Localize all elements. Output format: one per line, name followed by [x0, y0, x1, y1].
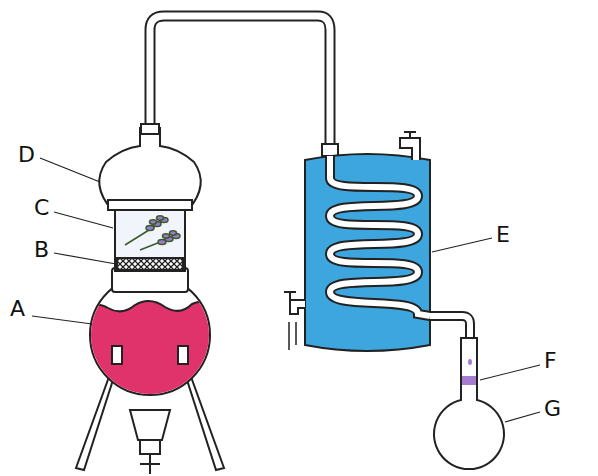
- oil-layer: [462, 376, 476, 385]
- glass-column: [115, 205, 185, 271]
- part-letter: F: [544, 350, 557, 372]
- still-head: [99, 128, 200, 210]
- part-letter: A: [10, 298, 25, 320]
- lavender-sprigs: [125, 216, 180, 250]
- part-letter: C: [34, 197, 49, 219]
- part-letter: G: [544, 398, 561, 420]
- burner: [130, 410, 170, 474]
- part-letter: B: [34, 239, 49, 261]
- receiving-flask: [434, 338, 504, 469]
- part-letter: D: [18, 144, 35, 166]
- leader-lines: [32, 158, 540, 422]
- condenser: [284, 132, 430, 351]
- dome-rim: [108, 200, 192, 210]
- part-letter: E: [496, 224, 510, 246]
- boiling-flask: [80, 275, 220, 400]
- vapour-tube: [141, 16, 338, 156]
- mesh-grid: [117, 258, 183, 270]
